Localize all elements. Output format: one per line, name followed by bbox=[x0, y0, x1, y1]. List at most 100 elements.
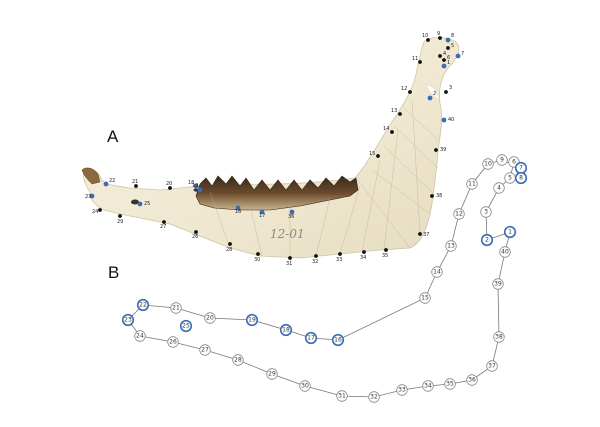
coronoid-notch bbox=[425, 83, 441, 101]
landmark-a-24-label: 24 bbox=[92, 209, 98, 215]
landmark-a-20-label: 20 bbox=[166, 181, 172, 187]
landmark-a-15-label: 15 bbox=[369, 151, 375, 157]
guide-lines bbox=[209, 99, 439, 258]
landmark-b-17-label: 17 bbox=[307, 335, 315, 342]
wireframe-nodes: 1234567891011121314151617181920212223242… bbox=[121, 154, 528, 403]
landmark-a-21-label: 21 bbox=[132, 179, 138, 185]
landmark-a-6-label: 6 bbox=[447, 55, 450, 61]
landmark-a-39-marker bbox=[434, 148, 438, 152]
landmark-b-21-node bbox=[170, 302, 182, 314]
landmark-b-25-label: 25 bbox=[182, 323, 190, 330]
landmark-a-2-label: 2 bbox=[433, 91, 436, 97]
landmark-a-7-marker bbox=[455, 53, 461, 59]
landmark-b-31-label: 31 bbox=[338, 393, 346, 400]
landmark-a-22-label: 22 bbox=[109, 178, 115, 184]
landmark-a-33-marker bbox=[338, 252, 342, 256]
landmark-a-13-label: 13 bbox=[391, 108, 397, 114]
landmark-a-18-label: 18 bbox=[188, 180, 194, 186]
landmark-a-17-marker bbox=[259, 209, 265, 215]
landmark-b-36-label: 36 bbox=[468, 377, 476, 384]
landmark-a-37-marker bbox=[418, 232, 422, 236]
landmark-b-23-label: 23 bbox=[124, 317, 132, 324]
landmark-b-29-node bbox=[266, 368, 278, 380]
landmark-a-8-marker bbox=[445, 37, 451, 43]
landmark-a-3-marker bbox=[444, 90, 448, 94]
landmark-a-36-label: 36 bbox=[288, 214, 294, 220]
landmark-b-19-label: 19 bbox=[248, 317, 256, 324]
landmark-a-30-label: 30 bbox=[254, 257, 260, 263]
landmark-a-38-marker bbox=[430, 194, 434, 198]
landmark-b-18-label: 18 bbox=[282, 327, 290, 334]
landmark-a-20-marker bbox=[168, 186, 172, 190]
landmark-b-16-node bbox=[331, 333, 345, 347]
landmark-b-40-node bbox=[499, 246, 511, 258]
landmark-b-10-label: 10 bbox=[484, 161, 492, 168]
landmark-b-8-label: 8 bbox=[519, 175, 523, 182]
landmark-a-1-label: 1 bbox=[447, 60, 450, 66]
landmark-b-14-node bbox=[431, 266, 443, 278]
landmark-a-32-label: 32 bbox=[312, 259, 318, 265]
landmark-a-29-marker bbox=[118, 214, 122, 218]
landmark-b-30-label: 30 bbox=[301, 383, 309, 390]
landmark-b-16-label: 16 bbox=[334, 337, 342, 344]
foramen-2 bbox=[193, 188, 199, 192]
landmark-b-1-node bbox=[503, 225, 517, 239]
landmark-b-34-node bbox=[422, 380, 434, 392]
landmark-a-34-marker bbox=[362, 250, 366, 254]
landmark-b-17-node bbox=[304, 331, 318, 345]
landmark-a-17-label: 17 bbox=[259, 213, 265, 219]
landmark-a-35-marker bbox=[384, 248, 388, 252]
landmark-a-30-marker bbox=[256, 252, 260, 256]
landmark-a-29-label: 29 bbox=[117, 219, 123, 225]
landmark-b-38-label: 38 bbox=[495, 334, 503, 341]
landmark-a-22-marker bbox=[103, 181, 109, 187]
landmark-b-4-label: 4 bbox=[497, 185, 501, 192]
landmark-a-25-marker bbox=[137, 201, 143, 207]
panel-a-label: A bbox=[107, 127, 119, 146]
landmark-a-16-label: 16 bbox=[235, 209, 241, 215]
landmark-b-37-label: 37 bbox=[488, 363, 496, 370]
landmark-b-20-node bbox=[204, 312, 216, 324]
landmark-a-38-label: 38 bbox=[436, 193, 442, 199]
landmark-b-28-label: 28 bbox=[234, 357, 242, 364]
landmark-a-4-label: 4 bbox=[443, 51, 446, 57]
landmark-b-15-node bbox=[419, 292, 431, 304]
landmark-a-21-marker bbox=[134, 184, 138, 188]
landmark-b-40-label: 40 bbox=[501, 249, 509, 256]
landmark-b-27-node bbox=[199, 344, 211, 356]
landmark-b-8-node bbox=[514, 171, 528, 185]
landmark-b-4-node bbox=[493, 182, 505, 194]
landmark-b-28-node bbox=[232, 354, 244, 366]
landmark-a-27-label: 27 bbox=[160, 224, 166, 230]
landmark-b-22-node bbox=[136, 298, 150, 312]
landmark-a-14-marker bbox=[390, 130, 394, 134]
landmark-b-26-node bbox=[167, 336, 179, 348]
landmark-a-26-label: 26 bbox=[192, 234, 198, 240]
landmark-a-12-label: 12 bbox=[401, 86, 407, 92]
landmark-a-36-marker bbox=[289, 209, 295, 215]
landmark-b-7-label: 7 bbox=[519, 165, 523, 172]
landmark-a-23-marker bbox=[89, 193, 95, 199]
landmark-b-27-label: 27 bbox=[201, 347, 209, 354]
landmark-a-40-marker bbox=[441, 117, 447, 123]
landmark-a-26-marker bbox=[194, 230, 198, 234]
landmark-b-25-node bbox=[179, 319, 193, 333]
landmark-b-33-node bbox=[396, 384, 408, 396]
landmark-b-32-label: 32 bbox=[370, 394, 378, 401]
landmark-a-14-label: 14 bbox=[383, 126, 389, 132]
landmark-a-40-label: 40 bbox=[448, 117, 454, 123]
landmark-b-33-label: 33 bbox=[398, 387, 406, 394]
landmark-b-5-label: 5 bbox=[508, 175, 512, 182]
landmark-a-23-label: 23 bbox=[85, 194, 91, 200]
landmark-a-18-marker bbox=[193, 183, 199, 189]
landmark-b-35-node bbox=[444, 378, 456, 390]
landmark-b-15-label: 15 bbox=[421, 295, 429, 302]
landmark-b-11-node bbox=[466, 178, 478, 190]
tooth-row bbox=[195, 175, 359, 211]
landmark-b-22-label: 22 bbox=[139, 302, 147, 309]
landmark-b-31-node bbox=[336, 390, 348, 402]
landmark-b-29-label: 29 bbox=[268, 371, 276, 378]
landmark-a-11-label: 11 bbox=[412, 56, 418, 62]
